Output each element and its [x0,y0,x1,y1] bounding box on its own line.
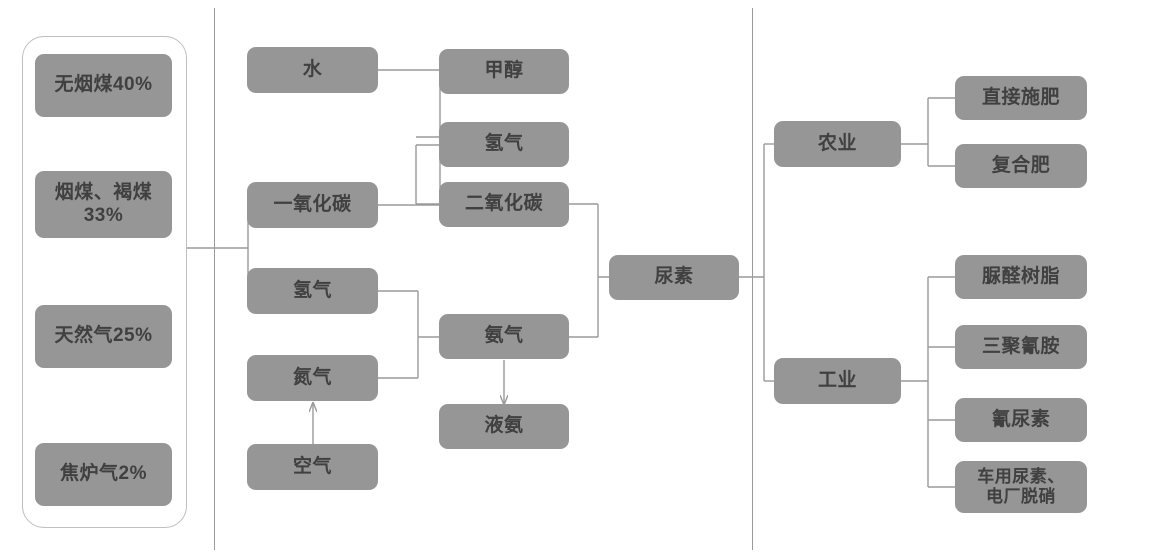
node-agriculture[interactable]: 农业 [774,121,901,167]
node-bituminous-lignite[interactable]: 烟煤、褐煤 33% [35,171,172,238]
node-hydrogen-upper[interactable]: 氢气 [247,268,378,314]
node-direct-fertilizer[interactable]: 直接施肥 [955,76,1087,120]
node-anthracite[interactable]: 无烟煤40% [35,54,172,117]
node-water[interactable]: 水 [247,47,378,93]
column-separator-left [214,8,216,550]
node-melamine[interactable]: 三聚氰胺 [955,325,1087,369]
node-carbon-monoxide[interactable]: 一氧化碳 [247,182,378,228]
node-urea-formaldehyde-resin[interactable]: 脲醛树脂 [955,255,1087,299]
node-air[interactable]: 空气 [247,444,378,490]
node-carbon-dioxide[interactable]: 二氧化碳 [439,182,569,227]
node-cyanuric-urea[interactable]: 氰尿素 [955,398,1087,442]
node-natural-gas[interactable]: 天然气25% [35,305,172,368]
node-methanol[interactable]: 甲醇 [439,49,569,94]
node-liquid-ammonia[interactable]: 液氨 [439,404,569,449]
node-nitrogen[interactable]: 氮气 [247,355,378,401]
node-coke-oven-gas[interactable]: 焦炉气2% [35,443,172,506]
node-urea[interactable]: 尿素 [609,255,739,300]
node-ammonia[interactable]: 氨气 [439,314,569,359]
node-compound-fertilizer[interactable]: 复合肥 [955,144,1087,188]
column-separator-right [752,8,754,550]
node-vehicle-urea-power-plant[interactable]: 车用尿素、 电厂脱硝 [955,461,1087,513]
node-industry[interactable]: 工业 [774,358,901,404]
node-hydrogen-mid[interactable]: 氢气 [439,122,569,167]
